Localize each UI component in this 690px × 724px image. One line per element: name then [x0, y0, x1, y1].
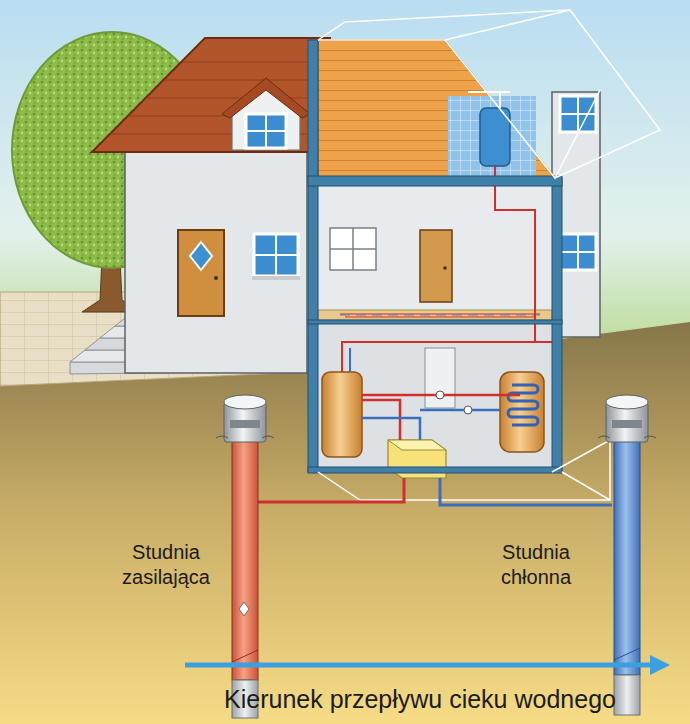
flow-arrow: [185, 655, 670, 675]
well-label: Studnia zasilająca: [110, 540, 222, 590]
front-wall: [125, 145, 307, 373]
ground: [0, 322, 690, 724]
flow-direction-label: Kierunek przepływu cieku wodnego: [224, 684, 616, 715]
well-label: Studnia chłonna: [480, 540, 592, 590]
wireframe: [318, 10, 660, 500]
sky: [0, 0, 690, 360]
cutaway-walls: [308, 40, 562, 473]
return-pipe: [440, 478, 612, 505]
supply-well: [216, 395, 274, 718]
upper-floor: [318, 186, 552, 320]
attic: [318, 40, 555, 178]
roof: [92, 38, 330, 152]
supply-pipe: [256, 478, 404, 502]
